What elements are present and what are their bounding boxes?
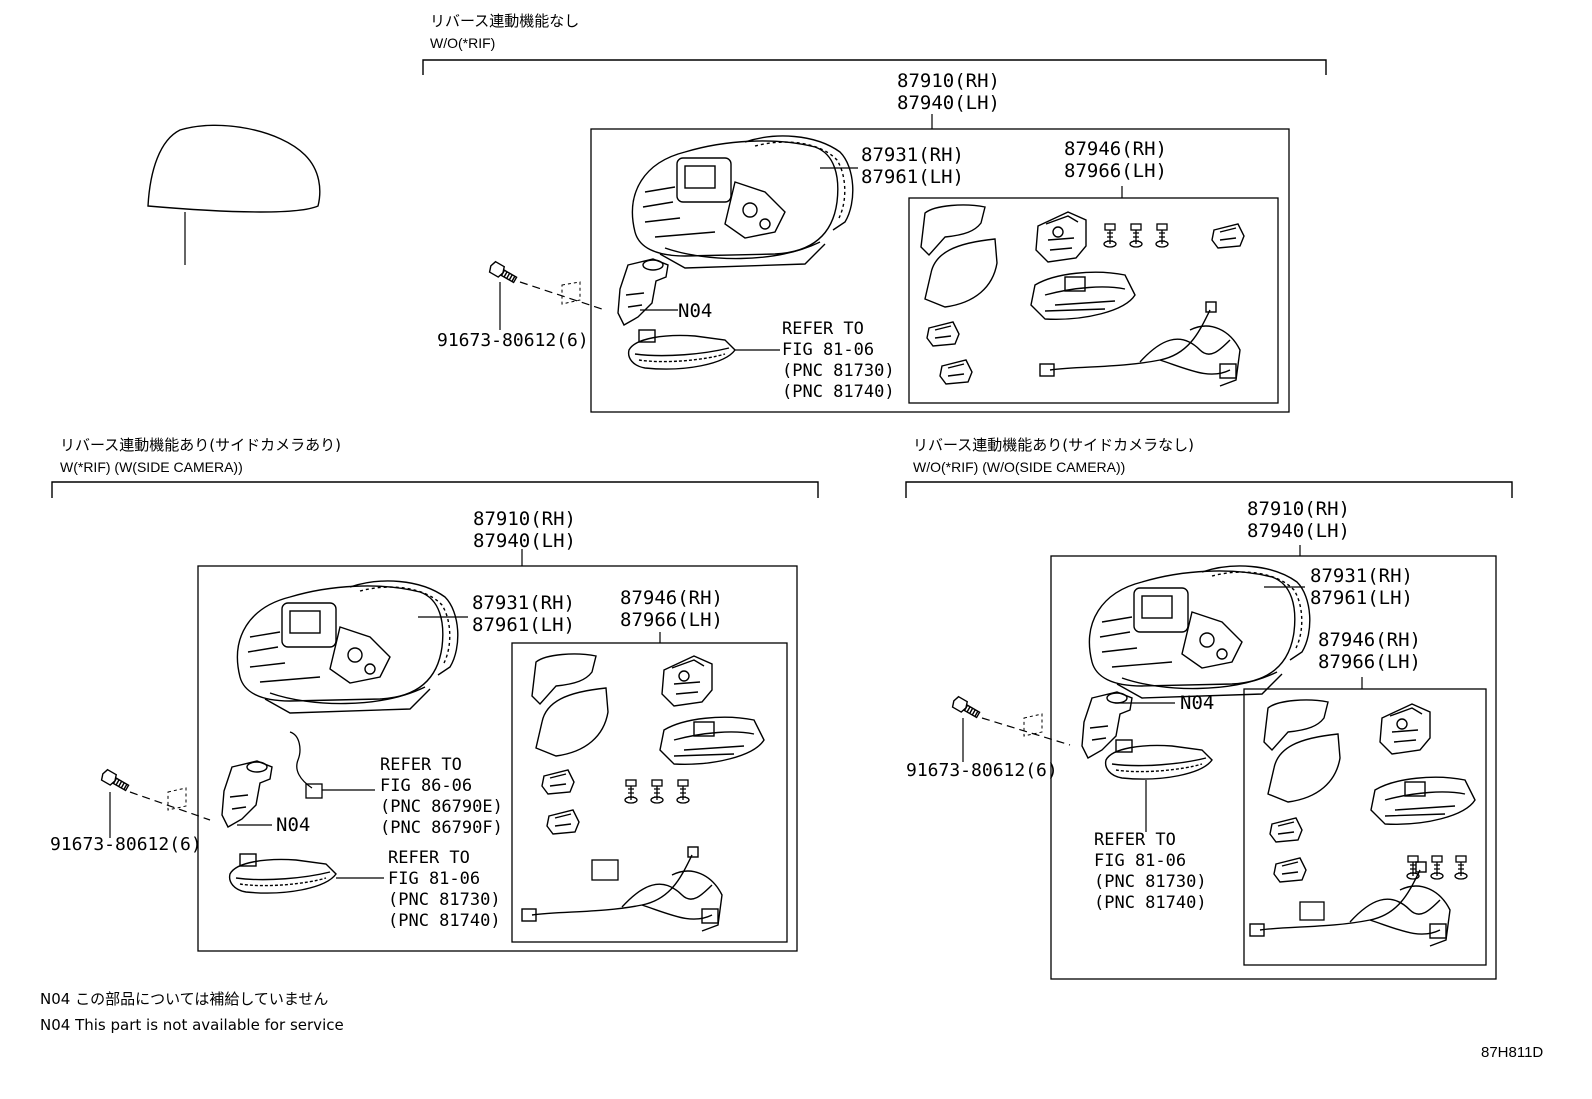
section-right-title-jp: リバース連動機能あり(サイドカメラなし) [913,436,1194,454]
n04-label: N04 [276,814,311,836]
sub-number-rh: 87946(RH) [620,587,723,609]
assy-number-lh: 87940(LH) [473,530,576,552]
n04-label: N04 [678,300,713,322]
footnote-jp: N04 この部品については補給していません [40,990,329,1008]
sub-number-rh: 87946(RH) [1318,629,1421,651]
section-left-title-en: W(*RIF) (W(SIDE CAMERA)) [60,459,243,475]
assy-number-lh: 87940(LH) [1247,520,1350,542]
section-left-title-jp: リバース連動機能あり(サイドカメラあり) [60,436,341,454]
screw-number: 91673-80612(6) [50,834,202,855]
housing-number-rh: 87931(RH) [861,144,964,166]
n04-label: N04 [1180,692,1215,714]
housing-number-rh: 87931(RH) [472,592,575,614]
section-top-title-jp: リバース連動機能なし [430,12,580,30]
housing-number-lh: 87961(LH) [1310,587,1413,609]
section-top-title-en: W/O(*RIF) [430,35,496,51]
figure-code: 87H811D [1481,1044,1544,1061]
assy-number-rh: 87910(RH) [473,508,576,530]
assy-number-rh: 87910(RH) [1247,498,1350,520]
footnote-en: N04 This part is not available for servi… [40,1016,344,1034]
sub-number-rh: 87946(RH) [1064,138,1167,160]
assy-number-lh: 87940(LH) [897,92,1000,114]
sub-number-lh: 87966(LH) [1064,160,1167,182]
screw-number: 91673-80612(6) [906,760,1058,781]
assy-number-rh: 87910(RH) [897,70,1000,92]
housing-number-lh: 87961(LH) [861,166,964,188]
housing-number-lh: 87961(LH) [472,614,575,636]
section-right-title-en: W/O(*RIF) (W/O(SIDE CAMERA)) [913,459,1126,475]
sub-number-lh: 87966(LH) [1318,651,1421,673]
sub-number-lh: 87966(LH) [620,609,723,631]
screw-number: 91673-80612(6) [437,330,589,351]
housing-number-rh: 87931(RH) [1310,565,1413,587]
